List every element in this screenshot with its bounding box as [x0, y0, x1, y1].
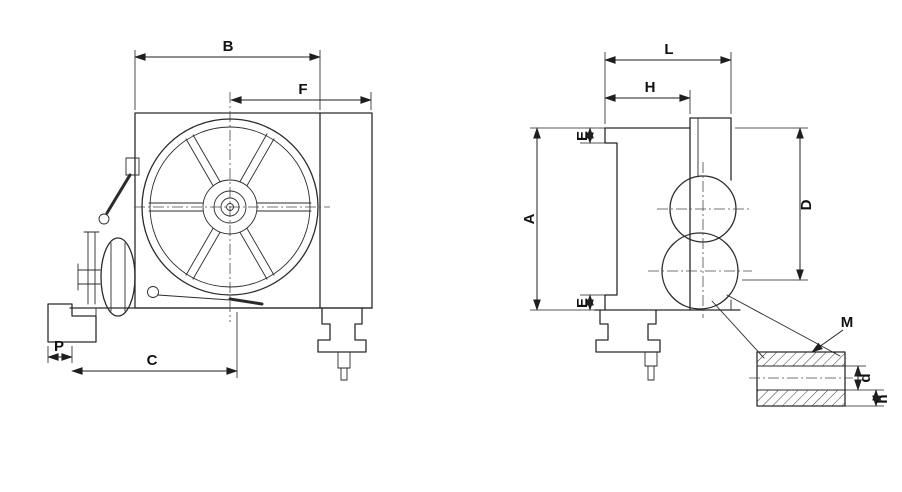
side-clamp-foot — [595, 309, 661, 381]
worm-gear-circles — [661, 175, 739, 310]
dim-label-L: L — [664, 41, 673, 58]
detail-hatch-top — [757, 352, 845, 366]
handwheel-edge — [77, 231, 136, 317]
dim-label-h: h — [874, 394, 891, 403]
dim-label-E-bottom: E — [574, 298, 591, 308]
dim-label-A: A — [521, 213, 538, 224]
dim-label-P: P — [54, 338, 64, 355]
side-view-body-outline — [594, 117, 741, 311]
dimension-F: F — [230, 81, 372, 110]
faceplate-spokes — [148, 133, 312, 280]
dim-label-E-top: E — [574, 131, 591, 141]
rotary-table-faceplate — [141, 118, 319, 296]
dimension-A: A — [521, 127, 605, 311]
clamp-lever — [98, 157, 140, 225]
dimension-H: H — [604, 79, 691, 114]
front-right-clamp-foot — [317, 307, 367, 381]
detail-outline — [756, 351, 846, 407]
front-view-centerlines — [134, 92, 330, 322]
side-view: L H A E E — [521, 41, 841, 381]
dim-label-C: C — [147, 352, 158, 369]
detail-hatch-bottom — [757, 390, 845, 406]
dimension-C: C — [71, 312, 238, 378]
dimension-B: B — [134, 38, 321, 110]
dimension-P: P — [47, 338, 73, 363]
dim-label-F: F — [298, 81, 307, 98]
dim-label-H: H — [645, 79, 656, 96]
worm-detail: M d h — [749, 314, 891, 407]
dim-label-d: d — [857, 373, 874, 382]
left-support-foot — [47, 303, 97, 343]
dimension-h: h — [845, 389, 891, 407]
front-view: B F P C — [47, 38, 373, 381]
front-view-body-outline — [69, 112, 373, 309]
lock-handle — [147, 286, 264, 306]
dim-label-B: B — [223, 38, 234, 55]
side-view-centerlines — [648, 162, 752, 318]
dim-label-M: M — [841, 314, 854, 331]
dimension-L: L — [604, 41, 732, 124]
label-M-callout: M — [811, 314, 854, 353]
dimension-D: D — [735, 127, 815, 281]
dimension-E-bottom: E — [574, 294, 617, 311]
dimension-E-top: E — [574, 127, 617, 144]
dim-label-D: D — [798, 199, 815, 210]
